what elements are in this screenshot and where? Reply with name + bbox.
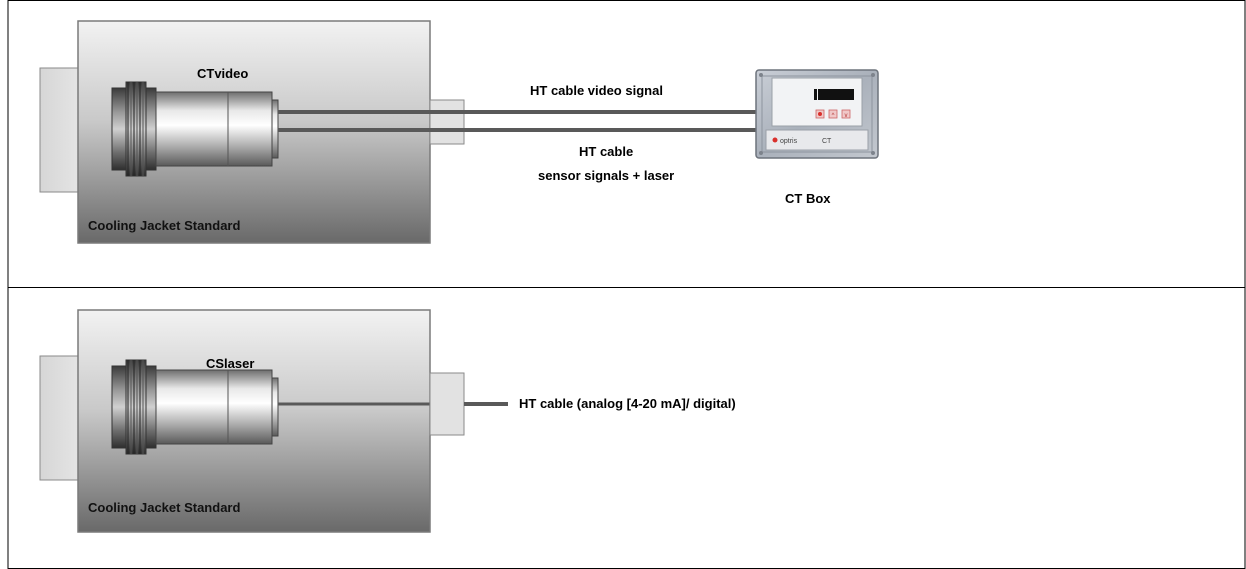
jacket-label-2: Cooling Jacket Standard: [88, 500, 240, 515]
ct-box-label: CT Box: [785, 191, 831, 206]
jacket-flange: [39, 67, 79, 193]
cable-gland: [429, 372, 465, 436]
svg-text:^: ^: [832, 113, 835, 119]
cable-label-ht-cable: HT cable: [579, 144, 633, 159]
cable-label-video-signal: HT cable video signal: [530, 83, 663, 98]
svg-text:v: v: [845, 113, 848, 119]
cable-label-sensor-signals: sensor signals + laser: [538, 168, 674, 183]
ct-box-icon: ^ v optris CT: [755, 69, 879, 159]
jacket-flange: [39, 355, 79, 481]
jacket-label-1: Cooling Jacket Standard: [88, 218, 240, 233]
cable-gland: [429, 99, 465, 145]
ct-box-model: CT: [822, 138, 832, 145]
sensor-label-ctvideo: CTvideo: [197, 66, 248, 81]
sensor-label-cslaser: CSlaser: [206, 356, 254, 371]
ctvideo-sensor-icon: [111, 81, 279, 177]
cslaser-sensor-icon: [111, 359, 279, 455]
ct-box-brand: optris: [780, 138, 798, 145]
panel-ctvideo: ^ v optris CT CTvideo HT cable video sig…: [39, 20, 879, 244]
panel-cslaser: CSlaser HT cable (analog [4-20 mA]/ digi…: [39, 309, 736, 533]
cable-label-analog-digital: HT cable (analog [4-20 mA]/ digital): [519, 396, 736, 411]
